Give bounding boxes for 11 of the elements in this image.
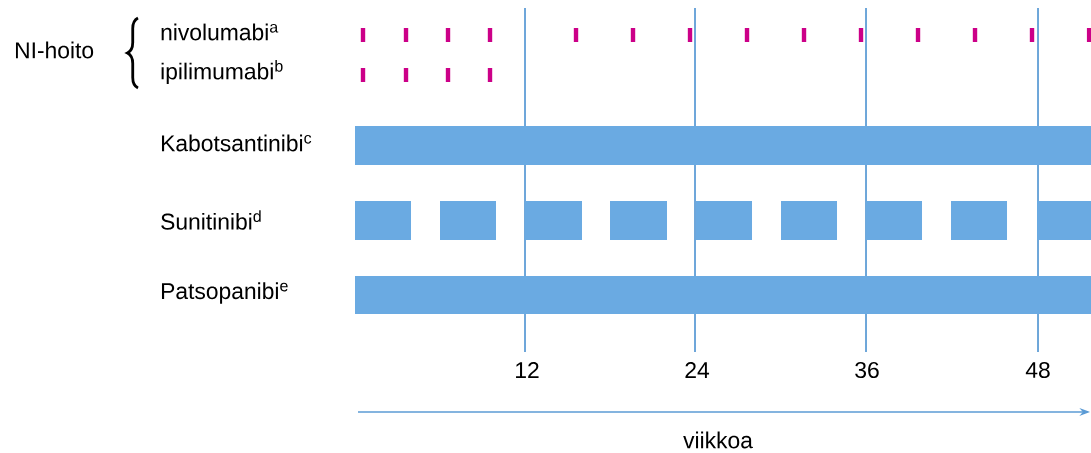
group-label: NI-hoito — [16, 41, 94, 59]
drug-label: Kabotsantinibi$^{c}$ — [162, 134, 312, 152]
tick-label: 12 — [516, 362, 539, 378]
tick-label: 48 — [1025, 361, 1050, 379]
drug-label: Patsopanibi$^{e}$ — [162, 282, 288, 304]
tick-label: 24 — [685, 362, 710, 378]
drug-label: ipilimumabi$^{b}$ — [161, 60, 283, 84]
tick-label: 36 — [855, 361, 879, 379]
drug-label: nivolumabi$^{a}$ — [161, 23, 279, 41]
axis-label: viikkoa — [683, 431, 753, 449]
drug-label: Sunitinibi$^{d}$ — [161, 210, 261, 230]
